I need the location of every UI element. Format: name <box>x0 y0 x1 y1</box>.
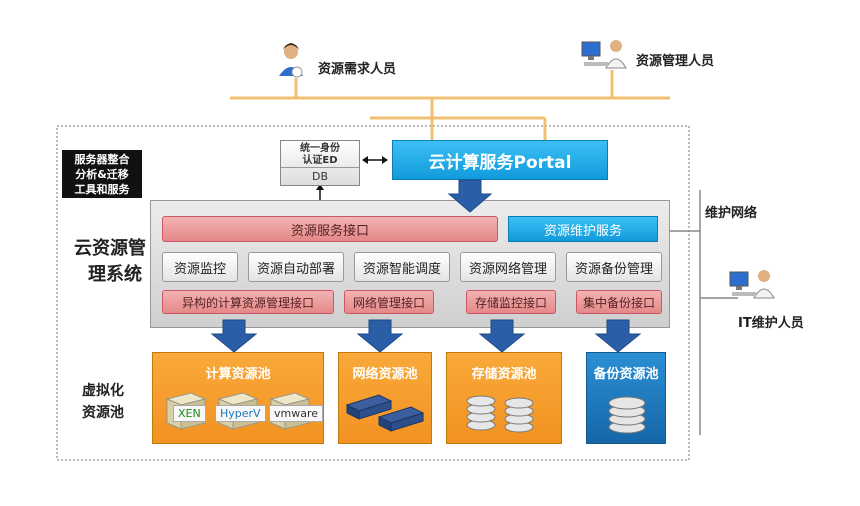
disk-stack-icon <box>608 396 646 434</box>
identity-auth-line1: 统一身份 <box>300 143 340 154</box>
server-tools-line1: 服务器整合 <box>74 153 130 166</box>
function-backup-management[interactable]: 资源备份管理 <box>566 252 662 282</box>
function-resource-monitoring[interactable]: 资源监控 <box>162 252 238 282</box>
requester-person-icon <box>279 43 303 78</box>
function-network-management[interactable]: 资源网络管理 <box>460 252 556 282</box>
server-tools-line3: 工具和服务 <box>74 183 130 196</box>
function-auto-deployment[interactable]: 资源自动部署 <box>248 252 344 282</box>
identity-auth-line2: 认证ED <box>302 155 338 166</box>
network-pool-title: 网络资源池 <box>352 367 418 382</box>
resource-maintenance-service[interactable]: 资源维护服务 <box>508 216 658 242</box>
cloud-mgmt-line1: 云资源管 <box>74 238 146 259</box>
switch-icon <box>345 394 393 420</box>
hypervisor-xen: XEN <box>173 405 206 422</box>
compute-pool-title: 计算资源池 <box>205 367 271 382</box>
server-tools-line2: 分析&迁移 <box>75 168 129 181</box>
arrowhead-right <box>382 156 388 164</box>
storage-disk-icons <box>466 395 534 433</box>
disk-stack-icon <box>504 397 534 433</box>
compute-down-arrow <box>210 319 258 353</box>
storage-resource-pool[interactable]: 存储资源池 <box>446 352 562 444</box>
storage-monitoring-interface[interactable]: 存储监控接口 <box>466 290 556 314</box>
portal-down-arrow <box>447 179 493 213</box>
backup-down-arrow <box>594 319 642 353</box>
identity-auth-title: 统一身份 认证ED <box>281 141 359 168</box>
backup-disk-icons <box>608 396 646 434</box>
arrowhead-left <box>362 156 368 164</box>
storage-pool-title: 存储资源池 <box>471 367 537 382</box>
cloud-portal[interactable]: 云计算服务Portal <box>392 140 608 180</box>
manager-label: 资源管理人员 <box>636 54 715 69</box>
compute-resource-pool[interactable]: 计算资源池 XEN HyperV vmware <box>152 352 324 444</box>
hypervisor-hyperv: HyperV <box>215 405 266 422</box>
server-tools-box: 服务器整合 分析&迁移 工具和服务 <box>62 150 142 198</box>
resource-service-interface[interactable]: 资源服务接口 <box>162 216 498 242</box>
identity-auth-box: 统一身份 认证ED DB <box>280 140 360 186</box>
server-icons <box>165 392 311 430</box>
backup-pool-title: 备份资源池 <box>593 367 659 382</box>
storage-down-arrow <box>478 319 526 353</box>
network-switch-icons <box>345 394 425 432</box>
db-label: DB <box>311 170 329 183</box>
requester-label: 资源需求人员 <box>318 62 397 77</box>
cloud-mgmt-line2: 理系统 <box>88 264 142 285</box>
virtual-pool-line2: 资源池 <box>82 405 124 421</box>
it-staff-workstation-icon <box>729 270 775 299</box>
network-down-arrow <box>356 319 404 353</box>
system-boundary <box>56 125 690 461</box>
network-management-interface[interactable]: 网络管理接口 <box>344 290 434 314</box>
virtual-pool-label: 虚拟化 资源池 <box>82 380 124 424</box>
backup-resource-pool[interactable]: 备份资源池 <box>586 352 666 444</box>
it-staff-label: IT维护人员 <box>738 316 804 331</box>
network-resource-pool[interactable]: 网络资源池 <box>338 352 432 444</box>
hypervisor-vmware: vmware <box>269 405 324 422</box>
centralized-backup-interface[interactable]: 集中备份接口 <box>576 290 662 314</box>
maintenance-network-label: 维护网络 <box>705 206 758 221</box>
compute-management-interface[interactable]: 异构的计算资源管理接口 <box>162 290 334 314</box>
virtual-pool-line1: 虚拟化 <box>82 383 124 399</box>
function-smart-scheduling[interactable]: 资源智能调度 <box>354 252 450 282</box>
cloud-mgmt-label: 云资源管 理系统 <box>74 236 146 288</box>
manager-workstation-icon <box>581 40 627 69</box>
switch-icon <box>377 406 425 432</box>
arrowhead-up <box>316 184 324 190</box>
disk-stack-icon <box>466 395 496 431</box>
